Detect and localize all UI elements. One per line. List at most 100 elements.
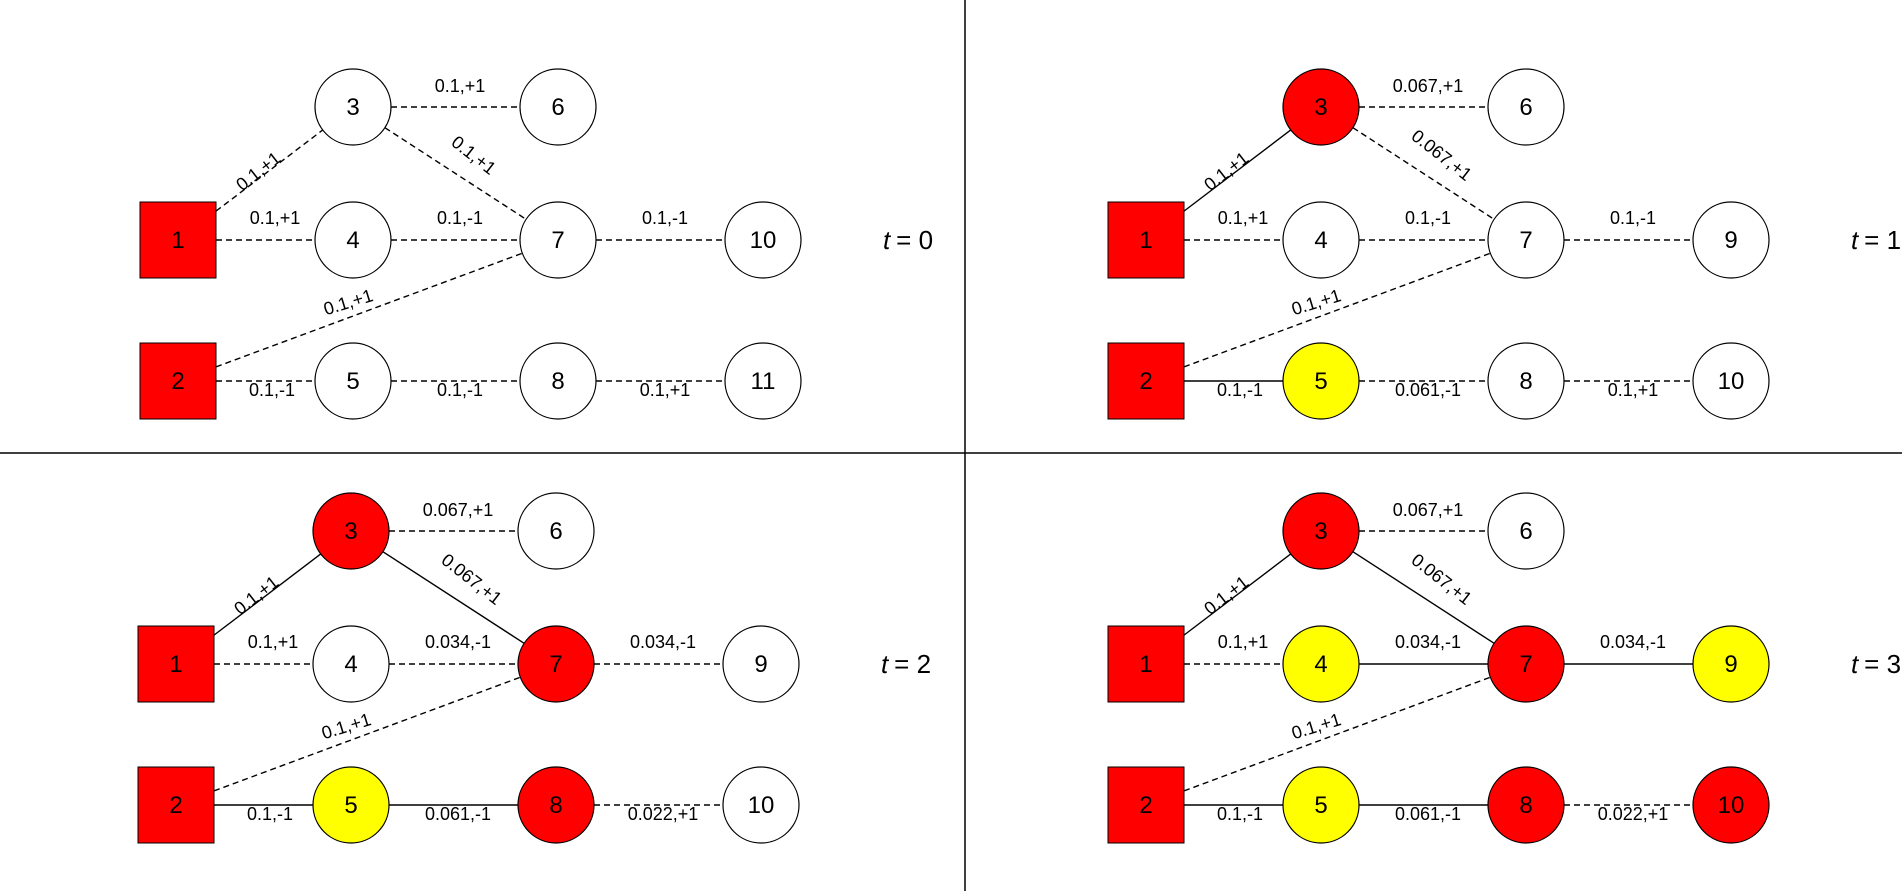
node-8-circle [1487, 342, 1565, 420]
node-4-circle [314, 201, 392, 279]
edge-label-n3-n7: 0.1,+1 [448, 132, 500, 179]
edge-label-n1-n3: 0.1,+1 [232, 148, 284, 195]
node-label-1: 1 [1139, 651, 1152, 678]
node-4-circle [1282, 625, 1360, 703]
node-label-7: 7 [551, 227, 564, 254]
node-5-circle [312, 766, 390, 844]
edge-label-n3-n7: 0.067,+1 [1408, 126, 1476, 185]
node-label-1: 1 [169, 651, 182, 678]
edge-label-n5-n8: 0.061,-1 [1395, 804, 1461, 824]
node-label-9: 9 [1724, 651, 1737, 678]
node-7-circle [519, 201, 597, 279]
node-9-circle [1692, 625, 1770, 703]
node-label-4: 4 [346, 227, 359, 254]
edge-n1-n3 [1183, 553, 1292, 636]
node-label-8: 8 [1519, 368, 1532, 395]
edge-label-n4-n7: 0.034,-1 [425, 632, 491, 652]
edge-n2-n7 [1183, 252, 1491, 368]
edge-label-n1-n4: 0.1,+1 [250, 208, 301, 228]
node-label-7: 7 [1519, 651, 1532, 678]
edge-n2-n7 [1183, 676, 1491, 792]
edge-label-n2-n7: 0.1,+1 [319, 709, 373, 743]
node-label-2: 2 [169, 792, 182, 819]
time-value: = 2 [894, 649, 931, 679]
time-step-label: t= 0 [883, 225, 933, 255]
node-7-circle [1487, 625, 1565, 703]
node-9-circle [1692, 201, 1770, 279]
edge-label-n2-n5: 0.1,-1 [1217, 804, 1263, 824]
node-label-1: 1 [1139, 227, 1152, 254]
node-10-circle [724, 201, 802, 279]
edge-n3-n7 [1352, 551, 1495, 644]
time-variable: t [1851, 649, 1860, 679]
edge-n1-n3 [213, 553, 322, 636]
edge-label-n8-n10: 0.022,+1 [628, 804, 699, 824]
node-3-circle [1282, 492, 1360, 570]
edge-label-n8-n10: 0.1,+1 [640, 380, 691, 400]
node-label-9: 9 [1724, 227, 1737, 254]
edge-label-n8-n10: 0.022,+1 [1598, 804, 1669, 824]
time-variable: t [1851, 225, 1860, 255]
edge-label-n1-n3: 0.1,+1 [230, 572, 282, 619]
time-step-label: t= 1 [1851, 225, 1901, 255]
node-label-7: 7 [1519, 227, 1532, 254]
edge-label-n3-n6: 0.067,+1 [1393, 500, 1464, 520]
edge-label-n5-n8: 0.061,-1 [1395, 380, 1461, 400]
node-6-circle [1487, 492, 1565, 570]
edge-label-n2-n7: 0.1,+1 [321, 285, 375, 319]
node-label-9: 9 [754, 651, 767, 678]
edge-label-n3-n7: 0.067,+1 [438, 550, 506, 609]
node-5-circle [1282, 342, 1360, 420]
node-5-circle [314, 342, 392, 420]
node-label-7: 7 [549, 651, 562, 678]
node-1-square [137, 625, 215, 703]
edge-label-n5-n8: 0.1,-1 [437, 380, 483, 400]
node-6-circle [1487, 68, 1565, 146]
edge-label-n2-n5: 0.1,-1 [249, 380, 295, 400]
node-1-square [139, 201, 217, 279]
edge-label-n4-n7: 0.034,-1 [1395, 632, 1461, 652]
node-label-8: 8 [549, 792, 562, 819]
node-label-4: 4 [344, 651, 357, 678]
time-value: = 3 [1864, 649, 1901, 679]
edge-n2-n7 [213, 676, 521, 792]
node-11-circle [724, 342, 802, 420]
node-9-circle [722, 625, 800, 703]
time-step-label: t= 2 [881, 649, 931, 679]
node-label-10: 10 [1718, 368, 1745, 395]
node-label-3: 3 [344, 518, 357, 545]
node-label-5: 5 [1314, 792, 1327, 819]
node-5-circle [1282, 766, 1360, 844]
node-6-circle [517, 492, 595, 570]
node-6-circle [519, 68, 597, 146]
node-label-8: 8 [1519, 792, 1532, 819]
node-1-square [1107, 201, 1185, 279]
node-4-circle [1282, 201, 1360, 279]
node-label-4: 4 [1314, 227, 1327, 254]
time-value: = 1 [1864, 225, 1901, 255]
node-label-3: 3 [1314, 94, 1327, 121]
node-8-circle [519, 342, 597, 420]
time-variable: t [881, 649, 890, 679]
edge-n1-n3 [1183, 129, 1292, 212]
edge-label-n3-n6: 0.067,+1 [1393, 76, 1464, 96]
edge-label-n1-n4: 0.1,+1 [1218, 632, 1269, 652]
node-3-circle [1282, 68, 1360, 146]
edge-label-n4-n7: 0.1,-1 [1405, 208, 1451, 228]
edge-label-n7-n9: 0.034,-1 [1600, 632, 1666, 652]
node-label-1: 1 [171, 227, 184, 254]
edge-n3-n7 [1352, 127, 1495, 220]
edge-label-n5-n8: 0.061,-1 [425, 804, 491, 824]
edge-n3-n7 [382, 551, 525, 644]
time-step-label: t= 3 [1851, 649, 1901, 679]
node-10-circle [1692, 342, 1770, 420]
node-label-6: 6 [551, 94, 564, 121]
node-label-10: 10 [1718, 792, 1745, 819]
node-label-2: 2 [171, 368, 184, 395]
node-2-square [1107, 766, 1185, 844]
edge-label-n3-n6: 0.067,+1 [423, 500, 494, 520]
node-3-circle [312, 492, 390, 570]
node-label-11: 11 [751, 368, 776, 395]
edge-label-n1-n3: 0.1,+1 [1200, 572, 1252, 619]
